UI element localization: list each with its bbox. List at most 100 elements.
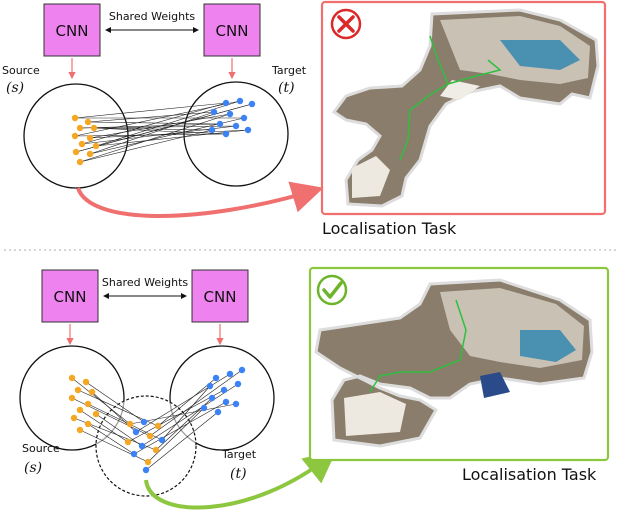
top-panel: CNN CNN Shared Weights Source (s) Target…	[2, 0, 607, 238]
target-point	[236, 97, 244, 105]
shared-weights-label: Shared Weights	[109, 10, 196, 23]
task-label: Localisation Task	[322, 219, 457, 238]
source-point	[76, 158, 84, 166]
target-point	[240, 114, 248, 122]
correspondence-line	[79, 129, 213, 163]
shared-point	[146, 432, 154, 440]
source-point	[90, 124, 98, 132]
shared-point	[142, 466, 150, 474]
correspondence-line	[89, 111, 215, 155]
target-point	[210, 108, 218, 116]
source-point	[84, 118, 92, 126]
task-arrow	[76, 181, 324, 218]
target-symbol: (t)	[278, 80, 295, 96]
x-circle-icon	[330, 8, 362, 40]
target-point	[222, 398, 230, 406]
target-point	[222, 99, 230, 107]
target-point	[208, 394, 216, 402]
shared-point	[152, 446, 160, 454]
target-label: Target	[221, 448, 257, 461]
check-circle-icon	[316, 274, 348, 306]
source-point	[74, 386, 82, 394]
correspondence-line	[133, 401, 227, 455]
correspondence-line	[87, 423, 135, 455]
correspondence-line	[149, 369, 243, 437]
target-symbol: (t)	[230, 466, 247, 482]
target-point	[222, 130, 230, 138]
correspondence-line	[145, 411, 219, 471]
shared-point	[126, 420, 134, 428]
shared-point	[140, 418, 148, 426]
correspondence-line	[135, 373, 231, 433]
source-point	[92, 142, 100, 150]
shared-points	[124, 418, 166, 474]
shared-point	[154, 422, 162, 430]
correspondence-line	[141, 383, 239, 447]
bottom-panel: CNN CNN Shared Weights Source (s) Target…	[19, 266, 610, 510]
shared-point	[144, 458, 152, 466]
correspondence-line	[87, 121, 221, 125]
source-point	[71, 114, 79, 122]
correspondence-line	[95, 100, 241, 147]
target-label: Target	[271, 64, 307, 77]
source-point	[86, 150, 94, 158]
target-point	[244, 126, 252, 134]
target-circle	[183, 81, 289, 187]
target-point	[232, 400, 240, 408]
source-label: Source	[22, 442, 60, 455]
source-points	[71, 114, 100, 166]
source-point	[70, 414, 78, 422]
correspondence-line	[79, 125, 237, 129]
target-point	[208, 126, 216, 134]
correspondence-line	[79, 113, 231, 163]
task-arrow	[144, 451, 337, 510]
source-point	[76, 426, 84, 434]
source-point	[84, 400, 92, 408]
cnn-box-left	[41, 269, 99, 323]
correspondence-line	[71, 377, 131, 425]
source-point	[82, 378, 90, 386]
cnn-box-left	[43, 3, 101, 57]
target-point	[212, 374, 220, 382]
target-point	[232, 122, 240, 130]
source-point	[76, 124, 84, 132]
source-point	[88, 388, 96, 396]
shared-weights-label: Shared Weights	[102, 276, 189, 289]
correspondence-line	[81, 102, 227, 145]
target-point	[234, 380, 242, 388]
correspondence-line	[74, 102, 227, 119]
cnn-right-label: CNN	[216, 22, 249, 40]
source-label: Source	[2, 64, 40, 77]
correspondence-line	[129, 403, 237, 425]
cnn-left-label: CNN	[54, 288, 87, 306]
correspondence-line	[95, 413, 143, 447]
source-points	[68, 374, 100, 434]
target-points	[208, 97, 256, 138]
correspondence-line	[87, 111, 215, 123]
cnn-right-label: CNN	[204, 288, 237, 306]
source-point	[71, 132, 79, 140]
correspondence-line	[79, 429, 149, 463]
target-point	[238, 366, 246, 374]
map-render	[314, 278, 594, 448]
source-symbol: (s)	[6, 80, 24, 96]
correspondence-line	[127, 389, 225, 443]
target-point	[200, 404, 208, 412]
source-point	[78, 140, 86, 148]
source-point	[68, 394, 76, 402]
correspondence-line	[93, 127, 213, 131]
target-point	[248, 100, 256, 108]
source-point	[86, 134, 94, 142]
target-points	[200, 366, 246, 416]
target-point	[214, 408, 222, 416]
shared-point	[124, 438, 132, 446]
correspondence-line	[93, 127, 227, 135]
source-point	[92, 410, 100, 418]
source-point	[72, 148, 80, 156]
shared-point	[130, 450, 138, 458]
shared-point	[132, 428, 140, 436]
target-point	[216, 120, 224, 128]
correspondence-line	[79, 409, 129, 443]
target-point	[220, 386, 228, 394]
